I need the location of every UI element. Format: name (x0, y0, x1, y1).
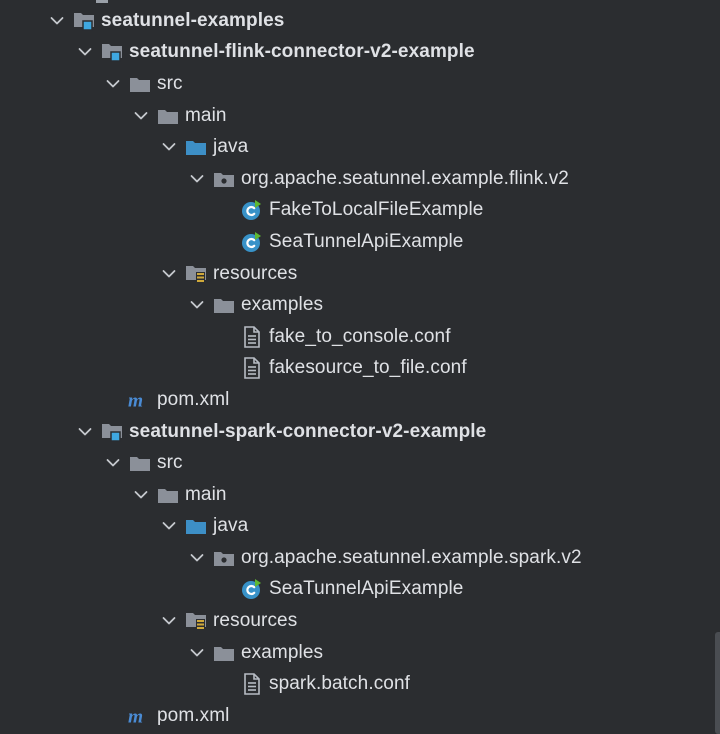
tree-item-flink-connector-module[interactable]: seatunnel-flink-connector-v2-example (0, 37, 712, 69)
tree-item-label: seatunnel-examples (101, 9, 285, 31)
tree-item-seatunnel-examples[interactable]: seatunnel-examples (0, 5, 712, 37)
tree-item-spark-src[interactable]: src (0, 447, 712, 479)
tree-item-label: seatunnel-flink-connector-v2-example (129, 41, 475, 63)
tree-item-spark-main[interactable]: main (0, 479, 712, 511)
tree-item-label: fake_to_console.conf (269, 325, 451, 347)
tree-item-spark-batch-conf[interactable]: spark.batch.conf (0, 668, 712, 700)
resources-folder-icon (184, 610, 208, 632)
chevron-down-icon[interactable] (158, 515, 180, 537)
tree-item-spark-package[interactable]: org.apache.seatunnel.example.spark.v2 (0, 542, 712, 574)
tree-item-flink-package[interactable]: org.apache.seatunnel.example.flink.v2 (0, 163, 712, 195)
chevron-down-icon[interactable] (186, 642, 208, 664)
tree-item-label: main (185, 483, 227, 505)
java-class-icon (240, 231, 264, 253)
resources-folder-icon (184, 263, 208, 285)
tree-item-spark-seatunnel-api-example[interactable]: SeaTunnelApiExample (0, 574, 712, 606)
tree-item-spark-examples[interactable]: examples (0, 637, 712, 669)
tree-item-fake-to-local-file-example[interactable]: FakeToLocalFileExample (0, 195, 712, 227)
package-icon (212, 168, 236, 190)
tree-item-label: SeaTunnelApiExample (269, 578, 464, 600)
tree-item-label: spark.batch.conf (269, 673, 411, 695)
tree-item-label: FakeToLocalFileExample (269, 199, 484, 221)
tree-item-label: SeaTunnelApiExample (269, 230, 464, 252)
tree-item-label: resources (213, 262, 298, 284)
tree-item-label: seatunnel-spark-connector-v2-example (129, 420, 487, 442)
folder-icon (128, 452, 152, 474)
tree-item-label: pom.xml (157, 704, 230, 726)
tree-item-flink-examples[interactable]: examples (0, 289, 712, 321)
tree-item-spark-pom[interactable]: m pom.xml (0, 700, 712, 732)
tree-item-fakesource-to-file-conf[interactable]: fakesource_to_file.conf (0, 353, 712, 385)
tree-item-spark-java[interactable]: java (0, 511, 712, 543)
tree-item-fake-to-console-conf[interactable]: fake_to_console.conf (0, 321, 712, 353)
java-class-icon (240, 578, 264, 600)
chevron-down-icon[interactable] (186, 294, 208, 316)
svg-text:m: m (128, 390, 143, 411)
tree-item-label: examples (241, 294, 324, 316)
chevron-down-icon[interactable] (102, 452, 124, 474)
text-file-icon (240, 357, 264, 380)
tree-item-label: java (213, 136, 249, 158)
folder-icon (212, 642, 236, 664)
tree-item-flink-main[interactable]: main (0, 100, 712, 132)
tree-item-spark-resources[interactable]: resources (0, 605, 712, 637)
text-file-icon (240, 673, 264, 696)
folder-icon (156, 105, 180, 127)
scrollbar-thumb[interactable] (715, 632, 720, 734)
chevron-down-icon[interactable] (102, 73, 124, 95)
tree-item-label: org.apache.seatunnel.example.flink.v2 (241, 167, 569, 189)
tree-item-flink-resources[interactable]: resources (0, 258, 712, 290)
maven-icon: m (128, 389, 152, 411)
project-tree: seatunnel-examples seatunnel-flink-conne… (0, 5, 712, 732)
chevron-down-icon[interactable] (158, 610, 180, 632)
chevron-down-icon[interactable] (46, 10, 68, 32)
folder-icon (156, 484, 180, 506)
chevron-down-icon[interactable] (158, 263, 180, 285)
module-folder-icon (100, 41, 124, 63)
tree-item-stub (96, 0, 108, 3)
chevron-down-icon[interactable] (158, 136, 180, 158)
tree-item-label: main (185, 104, 227, 126)
package-icon (212, 547, 236, 569)
java-class-icon (240, 199, 264, 221)
chevron-down-icon[interactable] (186, 168, 208, 190)
chevron-down-icon[interactable] (186, 547, 208, 569)
tree-item-flink-pom[interactable]: m pom.xml (0, 384, 712, 416)
tree-item-label: src (157, 72, 183, 94)
maven-icon: m (128, 705, 152, 727)
tree-item-label: org.apache.seatunnel.example.spark.v2 (241, 546, 582, 568)
tree-item-label: java (213, 515, 249, 537)
chevron-down-icon[interactable] (74, 41, 96, 63)
source-folder-icon (184, 136, 208, 158)
folder-icon (128, 73, 152, 95)
tree-item-flink-seatunnel-api-example[interactable]: SeaTunnelApiExample (0, 226, 712, 258)
text-file-icon (240, 325, 264, 348)
tree-item-label: pom.xml (157, 388, 230, 410)
scrollbar-track[interactable] (712, 0, 720, 734)
tree-item-label: examples (241, 641, 324, 663)
svg-text:m: m (128, 706, 143, 727)
tree-item-flink-src[interactable]: src (0, 68, 712, 100)
folder-icon (212, 294, 236, 316)
tree-item-flink-java[interactable]: java (0, 131, 712, 163)
chevron-down-icon[interactable] (130, 105, 152, 127)
module-folder-icon (72, 10, 96, 32)
tree-item-label: src (157, 452, 183, 474)
module-folder-icon (100, 421, 124, 443)
chevron-down-icon[interactable] (130, 484, 152, 506)
chevron-down-icon[interactable] (74, 421, 96, 443)
tree-item-spark-connector-module[interactable]: seatunnel-spark-connector-v2-example (0, 416, 712, 448)
tree-item-label: fakesource_to_file.conf (269, 357, 467, 379)
source-folder-icon (184, 515, 208, 537)
tree-item-label: resources (213, 610, 298, 632)
